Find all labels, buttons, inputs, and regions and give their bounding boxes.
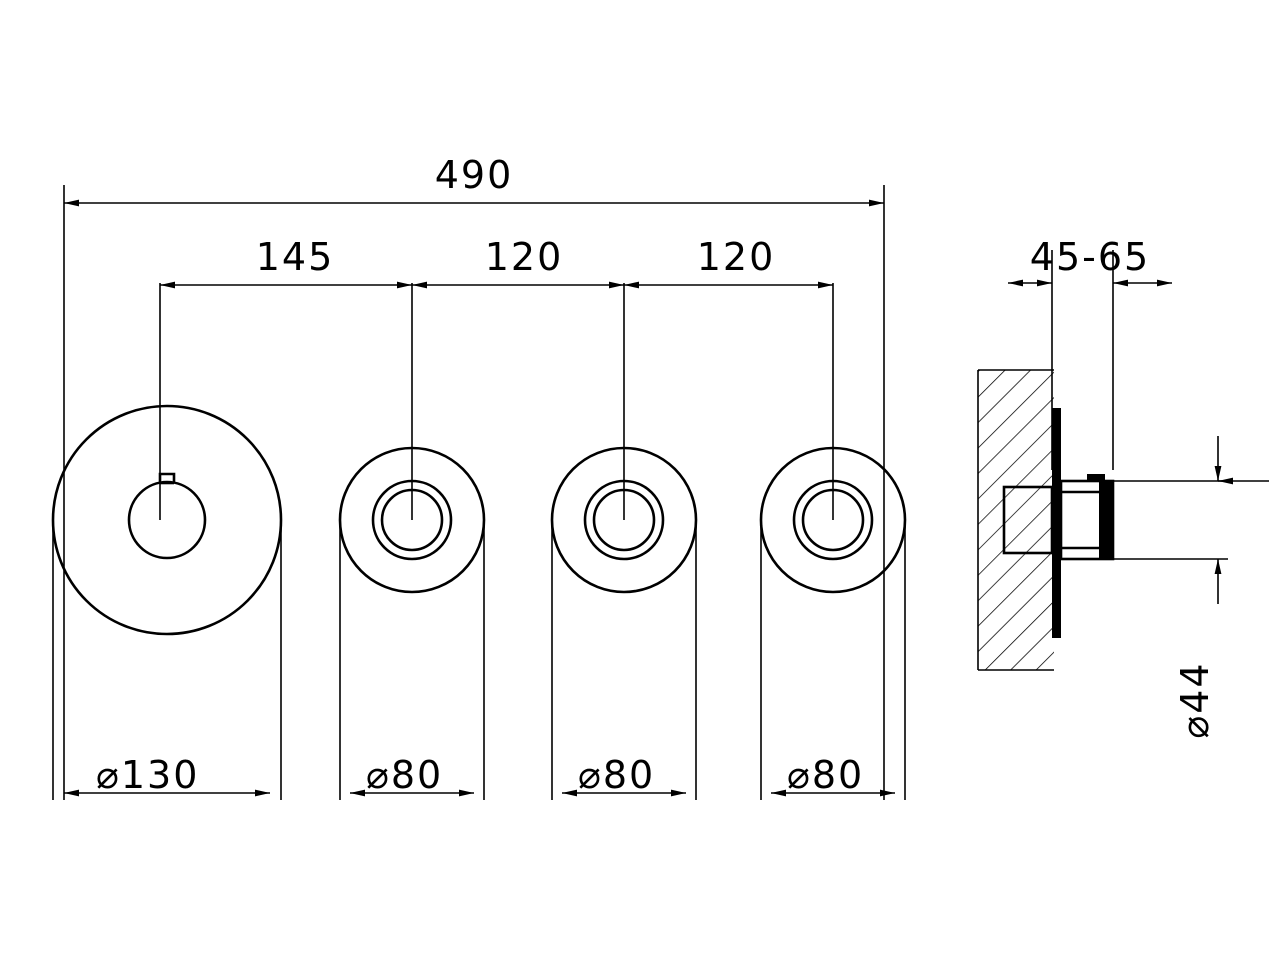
dimension-490-label: 490 bbox=[435, 153, 514, 197]
diameter-extension-lines bbox=[52, 520, 906, 800]
dimension-490: 490 bbox=[64, 153, 884, 207]
plate-thermostat bbox=[51, 404, 283, 636]
dimension-diameter-80-c: ⌀80 bbox=[771, 753, 895, 797]
dimension-diameter-80-b: ⌀80 bbox=[562, 753, 686, 797]
dimension-145-label: 145 bbox=[256, 235, 335, 279]
escutcheon-plate bbox=[1052, 408, 1061, 638]
valve-body bbox=[1002, 474, 1115, 561]
dimension-80-a-label: ⌀80 bbox=[366, 753, 443, 797]
dimension-45-65-label: 45-65 bbox=[1030, 235, 1150, 279]
dimension-130-label: ⌀130 bbox=[96, 753, 199, 797]
dimension-80-b-label: ⌀80 bbox=[578, 753, 655, 797]
overall-extension-lines bbox=[63, 185, 885, 800]
dimension-120-b-label: 120 bbox=[697, 235, 776, 279]
dimension-120-a-label: 120 bbox=[485, 235, 564, 279]
wall-section bbox=[977, 369, 1054, 671]
center-extension-lines bbox=[159, 283, 834, 520]
dimension-diameter-130: ⌀130 bbox=[64, 753, 270, 797]
dimension-diameter-80-a: ⌀80 bbox=[350, 753, 474, 797]
dimension-80-c-label: ⌀80 bbox=[787, 753, 864, 797]
dimension-diameter-44: ⌀44 bbox=[1113, 436, 1269, 739]
dimension-44-label: ⌀44 bbox=[1173, 661, 1217, 738]
dimension-chain: 145 120 120 bbox=[160, 235, 833, 289]
dimension-45-65: 45-65 bbox=[1008, 235, 1172, 287]
wall-thickness-extension-lines bbox=[1051, 250, 1114, 470]
